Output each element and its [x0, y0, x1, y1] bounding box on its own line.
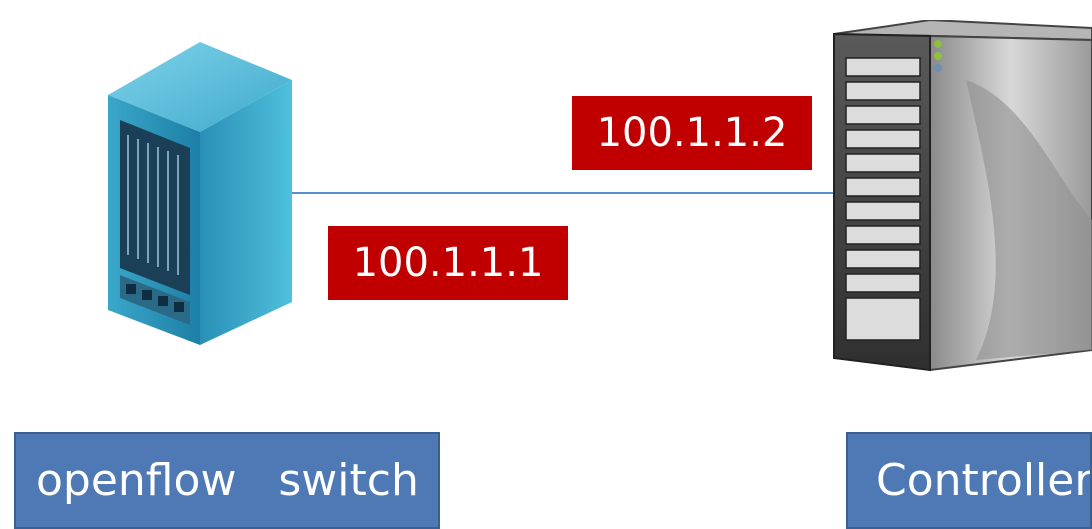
- switch-label: openflow switch: [14, 432, 440, 529]
- network-switch-icon: [108, 42, 292, 345]
- controller-ip-tag: 100.1.1.2: [572, 96, 812, 170]
- controller-label: Controller: [846, 432, 1092, 529]
- switch-ip-tag: 100.1.1.1: [328, 226, 568, 300]
- server-tower-icon: [833, 20, 1092, 372]
